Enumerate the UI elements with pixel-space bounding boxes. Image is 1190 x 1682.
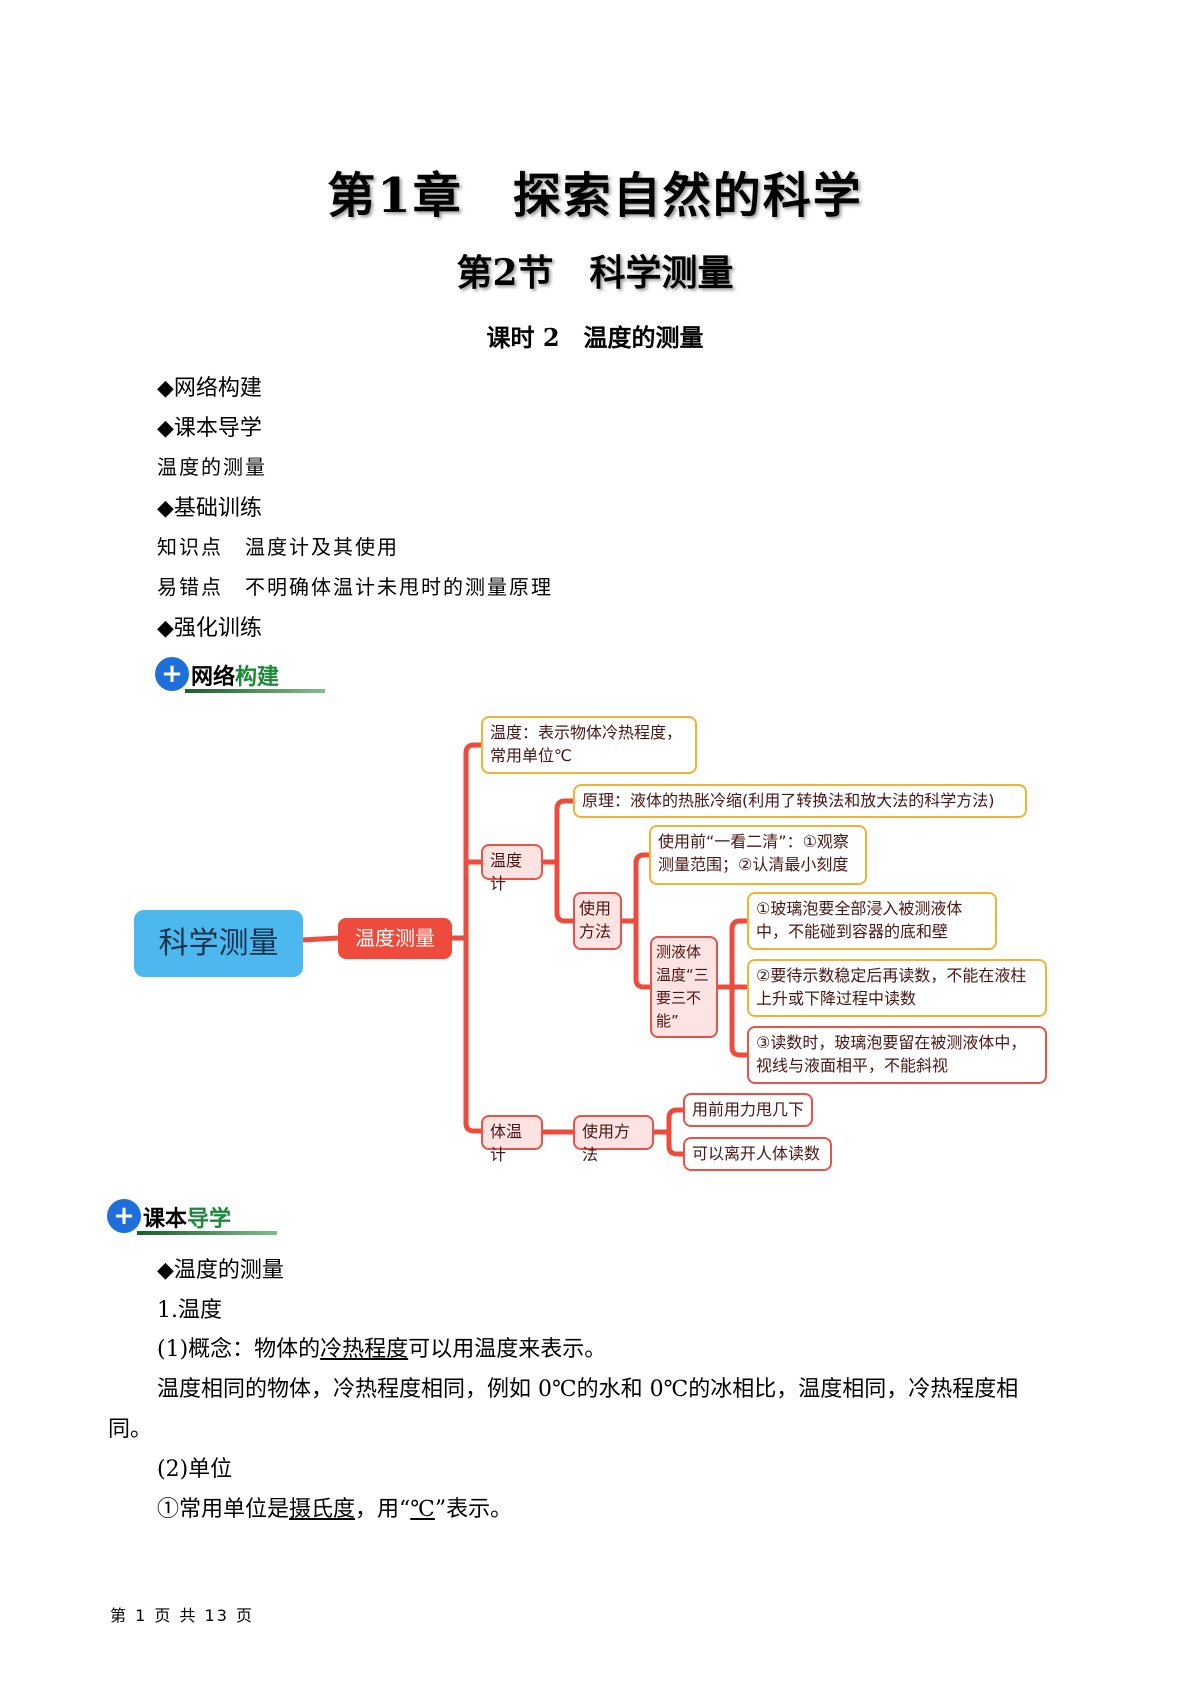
mindmap-root: 科学测量 [134,910,303,977]
mindmap-node-measure-liquid: 测液体温度“三要三不能” [650,936,718,1038]
mindmap-node-thermometer: 温度计 [481,844,543,893]
section-title: 第2节 科学测量 [456,252,734,294]
toc-item[interactable]: 易错点 不明确体温计未甩时的测量原理 [157,575,553,599]
paragraph: (2)单位 [157,1457,233,1482]
toc-item[interactable]: ◆网络构建 [157,376,262,401]
logo-text: 导学 [187,1207,232,1232]
paragraph: 1.温度 [157,1298,222,1323]
mindmap-main-node: 温度测量 [338,918,452,959]
network-build-logo: + 网络构建 [155,655,325,695]
mindmap-node-rule-2: ②要待示数稳定后再读数，不能在液柱上升或下降过程中读数 [747,959,1047,1017]
lesson-title: 课时 2 温度的测量 [486,323,704,352]
mindmap-node-before-use: 使用前“一看二清”：①观察测量范围；②认清最小刻度 [649,825,867,885]
toc-item[interactable]: ◆基础训练 [157,496,262,521]
paragraph: ①常用单位是摄氏度，用“℃”表示。 [157,1497,513,1522]
mindmap-node-rule-3: ③读数时，玻璃泡要留在被测液体中，视线与液面相平，不能斜视 [747,1026,1047,1084]
page-footer: 第 1 页 共 13 页 [110,1606,254,1625]
section-heading: ◆温度的测量 [157,1258,284,1283]
paragraph: 温度相同的物体，冷热程度相同，例如 0℃的水和 0℃的冰相比，温度相同，冷热程度… [157,1377,1019,1402]
mindmap-node-temperature: 温度：表示物体冷热程度，常用单位℃ [481,716,697,774]
toc-item[interactable]: ◆强化训练 [157,616,262,641]
mindmap-node-clinical-thermometer: 体温计 [481,1115,543,1164]
paragraph: 同。 [108,1417,153,1442]
toc-item[interactable]: 知识点 温度计及其使用 [157,535,399,559]
logo-text: 构建 [235,665,280,690]
textbook-guide-logo: + 课本导学 [107,1197,277,1237]
mindmap-node-clinical-usage: 使用方法 [573,1115,654,1164]
mindmap-node-shake: 用前用力甩几下 [683,1093,813,1127]
mindmap-node-principle: 原理：液体的热胀冷缩(利用了转换法和放大法的科学方法) [573,784,1027,818]
paragraph: (1)概念：物体的冷热程度可以用温度来表示。 [157,1337,607,1362]
logo-text: 课本 [143,1207,188,1232]
toc-item[interactable]: 温度的测量 [157,455,267,479]
mindmap-node-read-off-body: 可以离开人体读数 [683,1137,832,1171]
mindmap-node-rule-1: ①玻璃泡要全部浸入被测液体中，不能碰到容器的底和壁 [747,892,997,950]
toc-item[interactable]: ◆课本导学 [157,416,262,441]
mindmap-node-usage: 使用方法 [573,892,622,950]
logo-text: 网络 [191,665,236,690]
plus-icon: + [155,657,189,691]
chapter-title: 第1章 探索自然的科学 [327,168,863,224]
plus-icon: + [107,1199,141,1233]
